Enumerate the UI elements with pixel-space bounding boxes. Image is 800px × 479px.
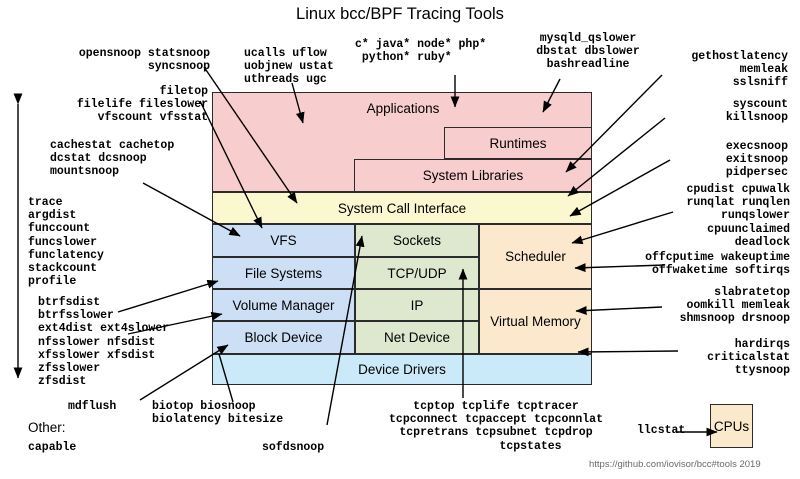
label-ucalls: ucalls uflow uobjnew ustat uthreads ugc bbox=[244, 47, 334, 87]
block-device-drivers-label: Device Drivers bbox=[358, 362, 446, 377]
block-vfs-label: VFS bbox=[270, 233, 297, 248]
block-runtimes: Runtimes bbox=[444, 127, 592, 159]
label-gethostlatency: gethostlatency memleak sslsniff bbox=[691, 50, 788, 90]
label-sofdsnoop: sofdsnoop bbox=[262, 441, 325, 454]
block-vfs: VFS bbox=[212, 224, 355, 257]
label-mdflush: mdflush bbox=[68, 400, 117, 413]
block-applications-label: Applications bbox=[366, 101, 440, 116]
block-block-device: Block Device bbox=[212, 321, 355, 354]
label-tcptop: tcptop tcplife tcptracer tcpconnect tcpa… bbox=[389, 400, 603, 453]
block-volume-manager-label: Volume Manager bbox=[232, 297, 335, 313]
block-system-call-interface-label: System Call Interface bbox=[337, 200, 467, 216]
block-sockets-label: Sockets bbox=[392, 233, 442, 248]
block-cpus: CPUs bbox=[710, 404, 753, 448]
label-cachestat: cachestat cachetop dcstat dcsnoop mounts… bbox=[50, 139, 175, 179]
label-llcstat: llcstat bbox=[637, 424, 686, 437]
label-biotop: biotop biosnoop biolatency bitesize bbox=[152, 400, 284, 427]
label-hardirqs: hardirqs criticalstat ttysnoop bbox=[707, 338, 790, 378]
page-title: Linux bcc/BPF Tracing Tools bbox=[296, 5, 504, 23]
label-offcputime: offcputime wakeuptime offwaketime softir… bbox=[645, 251, 790, 278]
label-other-heading: Other: bbox=[28, 420, 66, 435]
footer-credit: https://github.com/iovisor/bcc#tools 201… bbox=[589, 459, 761, 470]
block-net-device-label: Net Device bbox=[383, 330, 451, 345]
block-system-call-interface: System Call Interface bbox=[212, 192, 592, 224]
label-opensnoop: opensnoop statsnoop syncsnoop bbox=[78, 47, 210, 74]
block-system-libraries-label: System Libraries bbox=[422, 168, 524, 183]
block-device-drivers: Device Drivers bbox=[212, 354, 592, 385]
block-runtimes-label: Runtimes bbox=[489, 135, 547, 151]
label-filetop: filetop filelife fileslower vfscount vfs… bbox=[76, 85, 208, 125]
block-virtual-memory: Virtual Memory bbox=[479, 289, 592, 354]
block-scheduler: Scheduler bbox=[479, 224, 592, 289]
block-file-systems-label: File Systems bbox=[244, 265, 323, 281]
block-scheduler-label: Scheduler bbox=[505, 249, 566, 264]
label-btrfsdist: btrfsdist btrfsslower ext4dist ext4slowe… bbox=[38, 296, 170, 389]
label-cpudist: cpudist cpuwalk runqlat runqlen runqslow… bbox=[686, 183, 790, 249]
block-tcp-udp: TCP/UDP bbox=[355, 257, 479, 289]
block-tcp-udp-label: TCP/UDP bbox=[387, 265, 447, 281]
block-file-systems: File Systems bbox=[212, 257, 355, 289]
label-execsnoop: execsnoop exitsnoop pidpersec bbox=[725, 140, 788, 180]
block-net-device: Net Device bbox=[355, 321, 479, 354]
block-system-libraries: System Libraries bbox=[354, 159, 592, 192]
block-virtual-memory-label: Virtual Memory bbox=[490, 314, 581, 329]
block-ip-label: IP bbox=[410, 297, 424, 313]
label-slabratetop: slabratetop oomkill memleak shmsnoop drs… bbox=[679, 286, 790, 326]
block-block-device-label: Block Device bbox=[244, 330, 323, 345]
block-sockets: Sockets bbox=[355, 224, 479, 257]
label-languages: c* java* node* php* python* ruby* bbox=[355, 38, 487, 65]
label-syscount: syscount killsnoop bbox=[725, 98, 788, 125]
label-trace: trace argdist funccount funcslower funcl… bbox=[28, 196, 104, 289]
block-volume-manager: Volume Manager bbox=[212, 289, 355, 321]
label-mysqld: mysqld_qslower dbstat dbslower bashreadl… bbox=[536, 32, 640, 72]
label-capable: capable bbox=[28, 441, 77, 454]
block-ip: IP bbox=[355, 289, 479, 321]
block-cpus-label: CPUs bbox=[713, 418, 750, 434]
